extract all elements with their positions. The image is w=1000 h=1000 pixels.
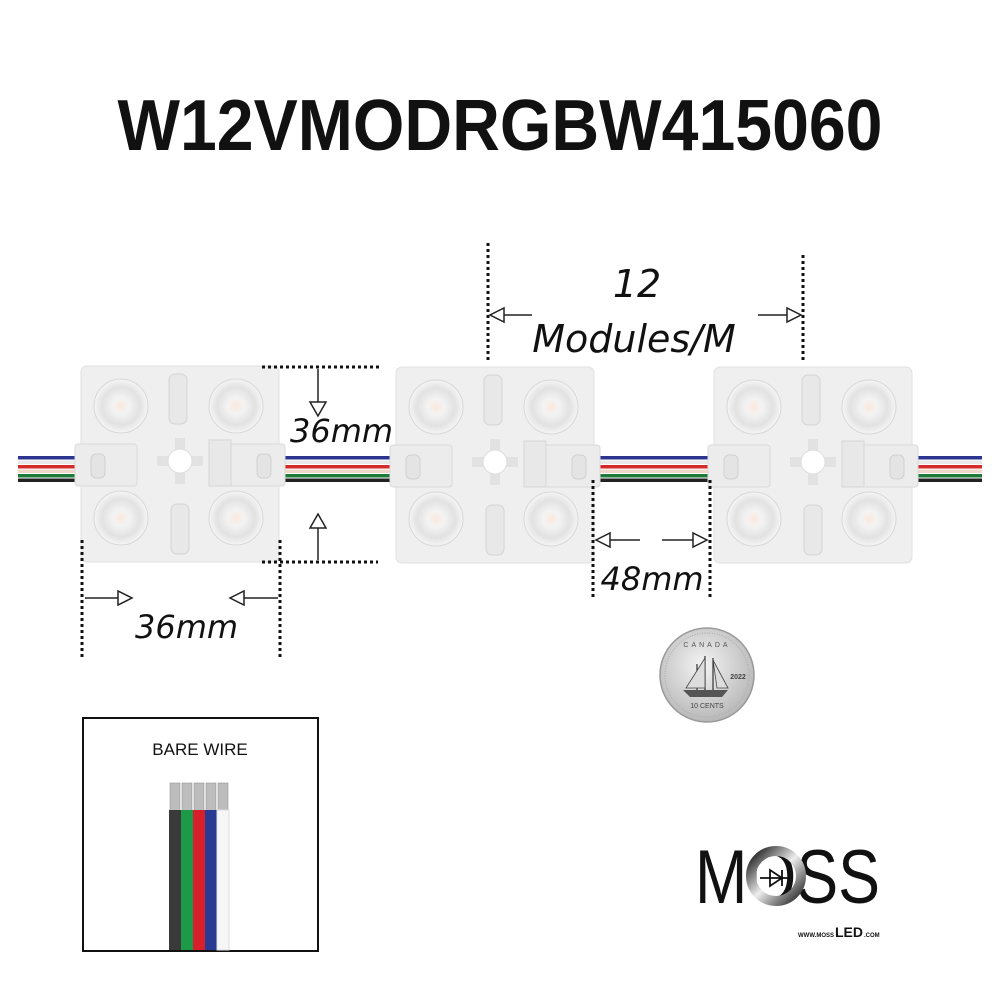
- logo-url-suffix: .COM: [864, 933, 880, 939]
- bare-wire-label: BARE WIRE: [152, 740, 247, 759]
- width-dimension: 36mm: [80, 540, 282, 660]
- bare-wire-insulation: [216, 809, 230, 951]
- density-dimension: 12 Modules/M: [486, 243, 805, 362]
- bare-wire-insulation: [169, 810, 181, 950]
- bare-wire-insulation: [181, 810, 193, 950]
- bare-wire-insulation: [205, 810, 217, 950]
- bare-wire-insulation: [193, 810, 205, 950]
- product-title: W12VMODRGBW415060: [118, 86, 883, 166]
- density-count: 12: [613, 262, 661, 306]
- bare-wire-strands: [169, 782, 230, 951]
- logo-url: WWW.MOSSLED.COM: [798, 924, 880, 940]
- spacing-label: 48mm: [600, 560, 703, 598]
- coin-year: 2022: [730, 674, 746, 681]
- led-module-3: [707, 366, 919, 564]
- led-module-1: [74, 365, 286, 563]
- bare-wire-panel: BARE WIRE: [82, 717, 319, 952]
- spacing-dimension: 48mm: [591, 480, 712, 598]
- logo-url-main: LED: [835, 924, 863, 940]
- logo-url-prefix: WWW.MOSS: [798, 933, 834, 939]
- height-label: 36mm: [290, 412, 393, 450]
- density-unit: Modules/M: [532, 317, 736, 361]
- moss-led-logo: MOSS WWW.MOSSLED.COM: [695, 835, 880, 940]
- coin-country: CANADA: [683, 642, 730, 649]
- coin-denomination: 10 CENTS: [690, 703, 724, 710]
- bare-wire-tip: [181, 782, 193, 812]
- bare-wire-tip: [169, 782, 181, 812]
- bare-wire-tip: [217, 782, 229, 812]
- led-module-2: [389, 366, 601, 564]
- bare-wire-tip: [193, 782, 205, 812]
- coin-scale-reference: CANADA 2022 10 CENTS: [659, 627, 755, 723]
- bare-wire-tip: [205, 782, 217, 812]
- width-label: 36mm: [135, 608, 238, 646]
- height-dimension: 36mm: [262, 365, 393, 564]
